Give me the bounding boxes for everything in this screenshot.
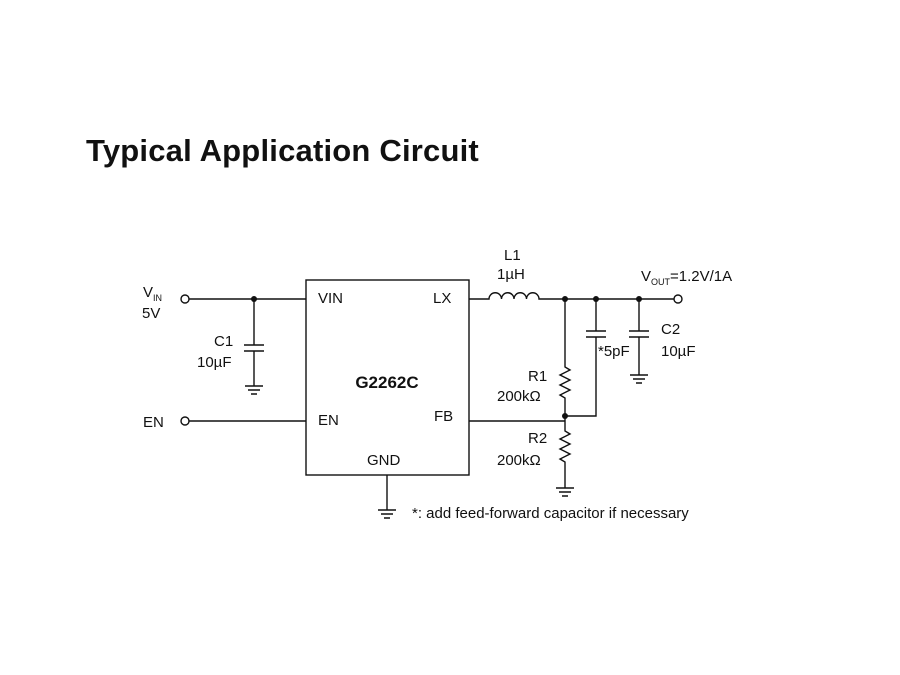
- r1-value: 200kΩ: [497, 388, 541, 405]
- r2-ground: [556, 487, 574, 497]
- r2-value: 200kΩ: [497, 452, 541, 469]
- page-title: Typical Application Circuit: [86, 133, 479, 168]
- c2-value: 10µF: [661, 343, 696, 360]
- r2-resistor: [558, 416, 572, 488]
- gnd-wire: [378, 475, 396, 519]
- pin-fb: FB: [434, 408, 453, 425]
- pin-lx: LX: [433, 290, 451, 307]
- c1-ground: [245, 385, 263, 395]
- r2-ref: R2: [528, 430, 547, 447]
- l1-ref: L1: [504, 247, 521, 264]
- c1-ref: C1: [214, 333, 233, 350]
- pin-en: EN: [318, 412, 339, 429]
- en-terminal: [180, 416, 190, 426]
- c2-ground: [630, 374, 648, 384]
- c2-ref: C2: [661, 321, 680, 338]
- pin-gnd: GND: [367, 452, 401, 469]
- r1-ref: R1: [528, 368, 547, 385]
- l1-value: 1µH: [497, 266, 525, 283]
- c2-wire: [629, 299, 649, 375]
- l1-coil: [469, 292, 674, 300]
- cff-value: *5pF: [598, 343, 630, 360]
- r1-resistor: [558, 299, 572, 416]
- ic-name: G2262C: [355, 373, 418, 392]
- vin-value: 5V: [142, 305, 160, 322]
- cff-wire: [565, 299, 606, 417]
- vout-label: VOUT=1.2V/1A: [641, 268, 732, 287]
- c1-wire: [244, 299, 264, 386]
- footnote: *: add feed-forward capacitor if necessa…: [412, 505, 689, 522]
- vout-terminal: [673, 294, 683, 304]
- vin-label: VIN: [143, 284, 162, 303]
- c1-value: 10µF: [197, 354, 232, 371]
- vin-terminal: [180, 294, 190, 304]
- pin-vin: VIN: [318, 290, 343, 307]
- en-input-label: EN: [143, 414, 164, 431]
